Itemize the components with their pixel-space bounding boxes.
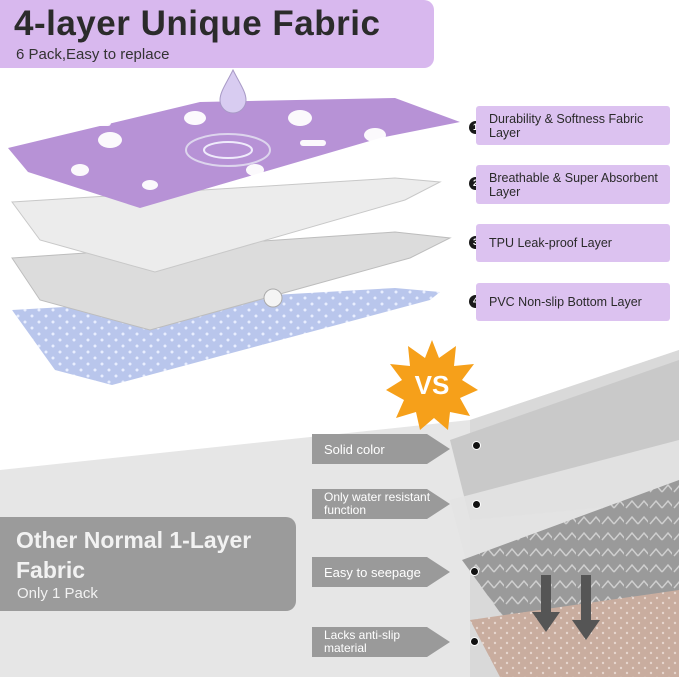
drawback-label-2-text: Only water resistant function (324, 490, 431, 517)
drawback-label-3-text: Easy to seepage (324, 564, 421, 580)
ripple-icon (185, 133, 271, 167)
layer-label-2-text: Breathable & Super Absorbent Layer (489, 170, 658, 199)
layer-label-4-text: PVC Non-slip Bottom Layer (489, 295, 642, 309)
layer-label-4: PVC Non-slip Bottom Layer (476, 283, 670, 321)
arrow-shape-icon (312, 434, 450, 464)
starburst-icon: VS (386, 340, 478, 430)
drawback-label-4-text: Lacks anti-slip material (324, 628, 401, 655)
seepage-arrows-icon (532, 575, 600, 640)
layer-label-3-text: TPU Leak-proof Layer (489, 236, 612, 250)
vs-badge: VS (386, 338, 478, 435)
arrow-shape-icon (312, 557, 450, 587)
layer-label-2: Breathable & Super Absorbent Layer (476, 165, 670, 204)
drawback-label-1: Solid color (312, 434, 450, 464)
arrow-shape-icon (312, 489, 450, 519)
drawback-label-1-text: Solid color (324, 441, 385, 457)
pointer-dot (470, 567, 479, 576)
layer-label-1: Durability & Softness Fabric Layer (476, 106, 670, 145)
drawback-label-2: Only water resistant function (312, 489, 450, 519)
other-subtitle: Only 1 Pack (17, 585, 98, 602)
page-subtitle: 6 Pack,Easy to replace (16, 46, 170, 63)
arrow-shape-icon (312, 627, 450, 657)
vs-text: VS (415, 370, 450, 400)
pointer-dot (472, 500, 481, 509)
header-banner: 4-layer Unique Fabric 6 Pack,Easy to rep… (0, 0, 434, 68)
other-title: Other Normal 1-Layer Fabric (16, 527, 252, 583)
layer-label-1-text: Durability & Softness Fabric Layer (489, 111, 644, 140)
purple-fabric-layer-illustration (8, 98, 460, 208)
droplet-icon (219, 68, 247, 114)
pointer-dot (470, 637, 479, 646)
water-drop-icon (263, 288, 283, 308)
other-fabric-banner: Other Normal 1-Layer Fabric Only 1 Pack (0, 517, 296, 611)
drawback-label-3: Easy to seepage (312, 557, 450, 587)
layer-label-3: TPU Leak-proof Layer (476, 224, 670, 262)
drawback-label-4: Lacks anti-slip material (312, 627, 450, 657)
page-title: 4-layer Unique Fabric (14, 4, 381, 43)
pointer-dot (472, 441, 481, 450)
